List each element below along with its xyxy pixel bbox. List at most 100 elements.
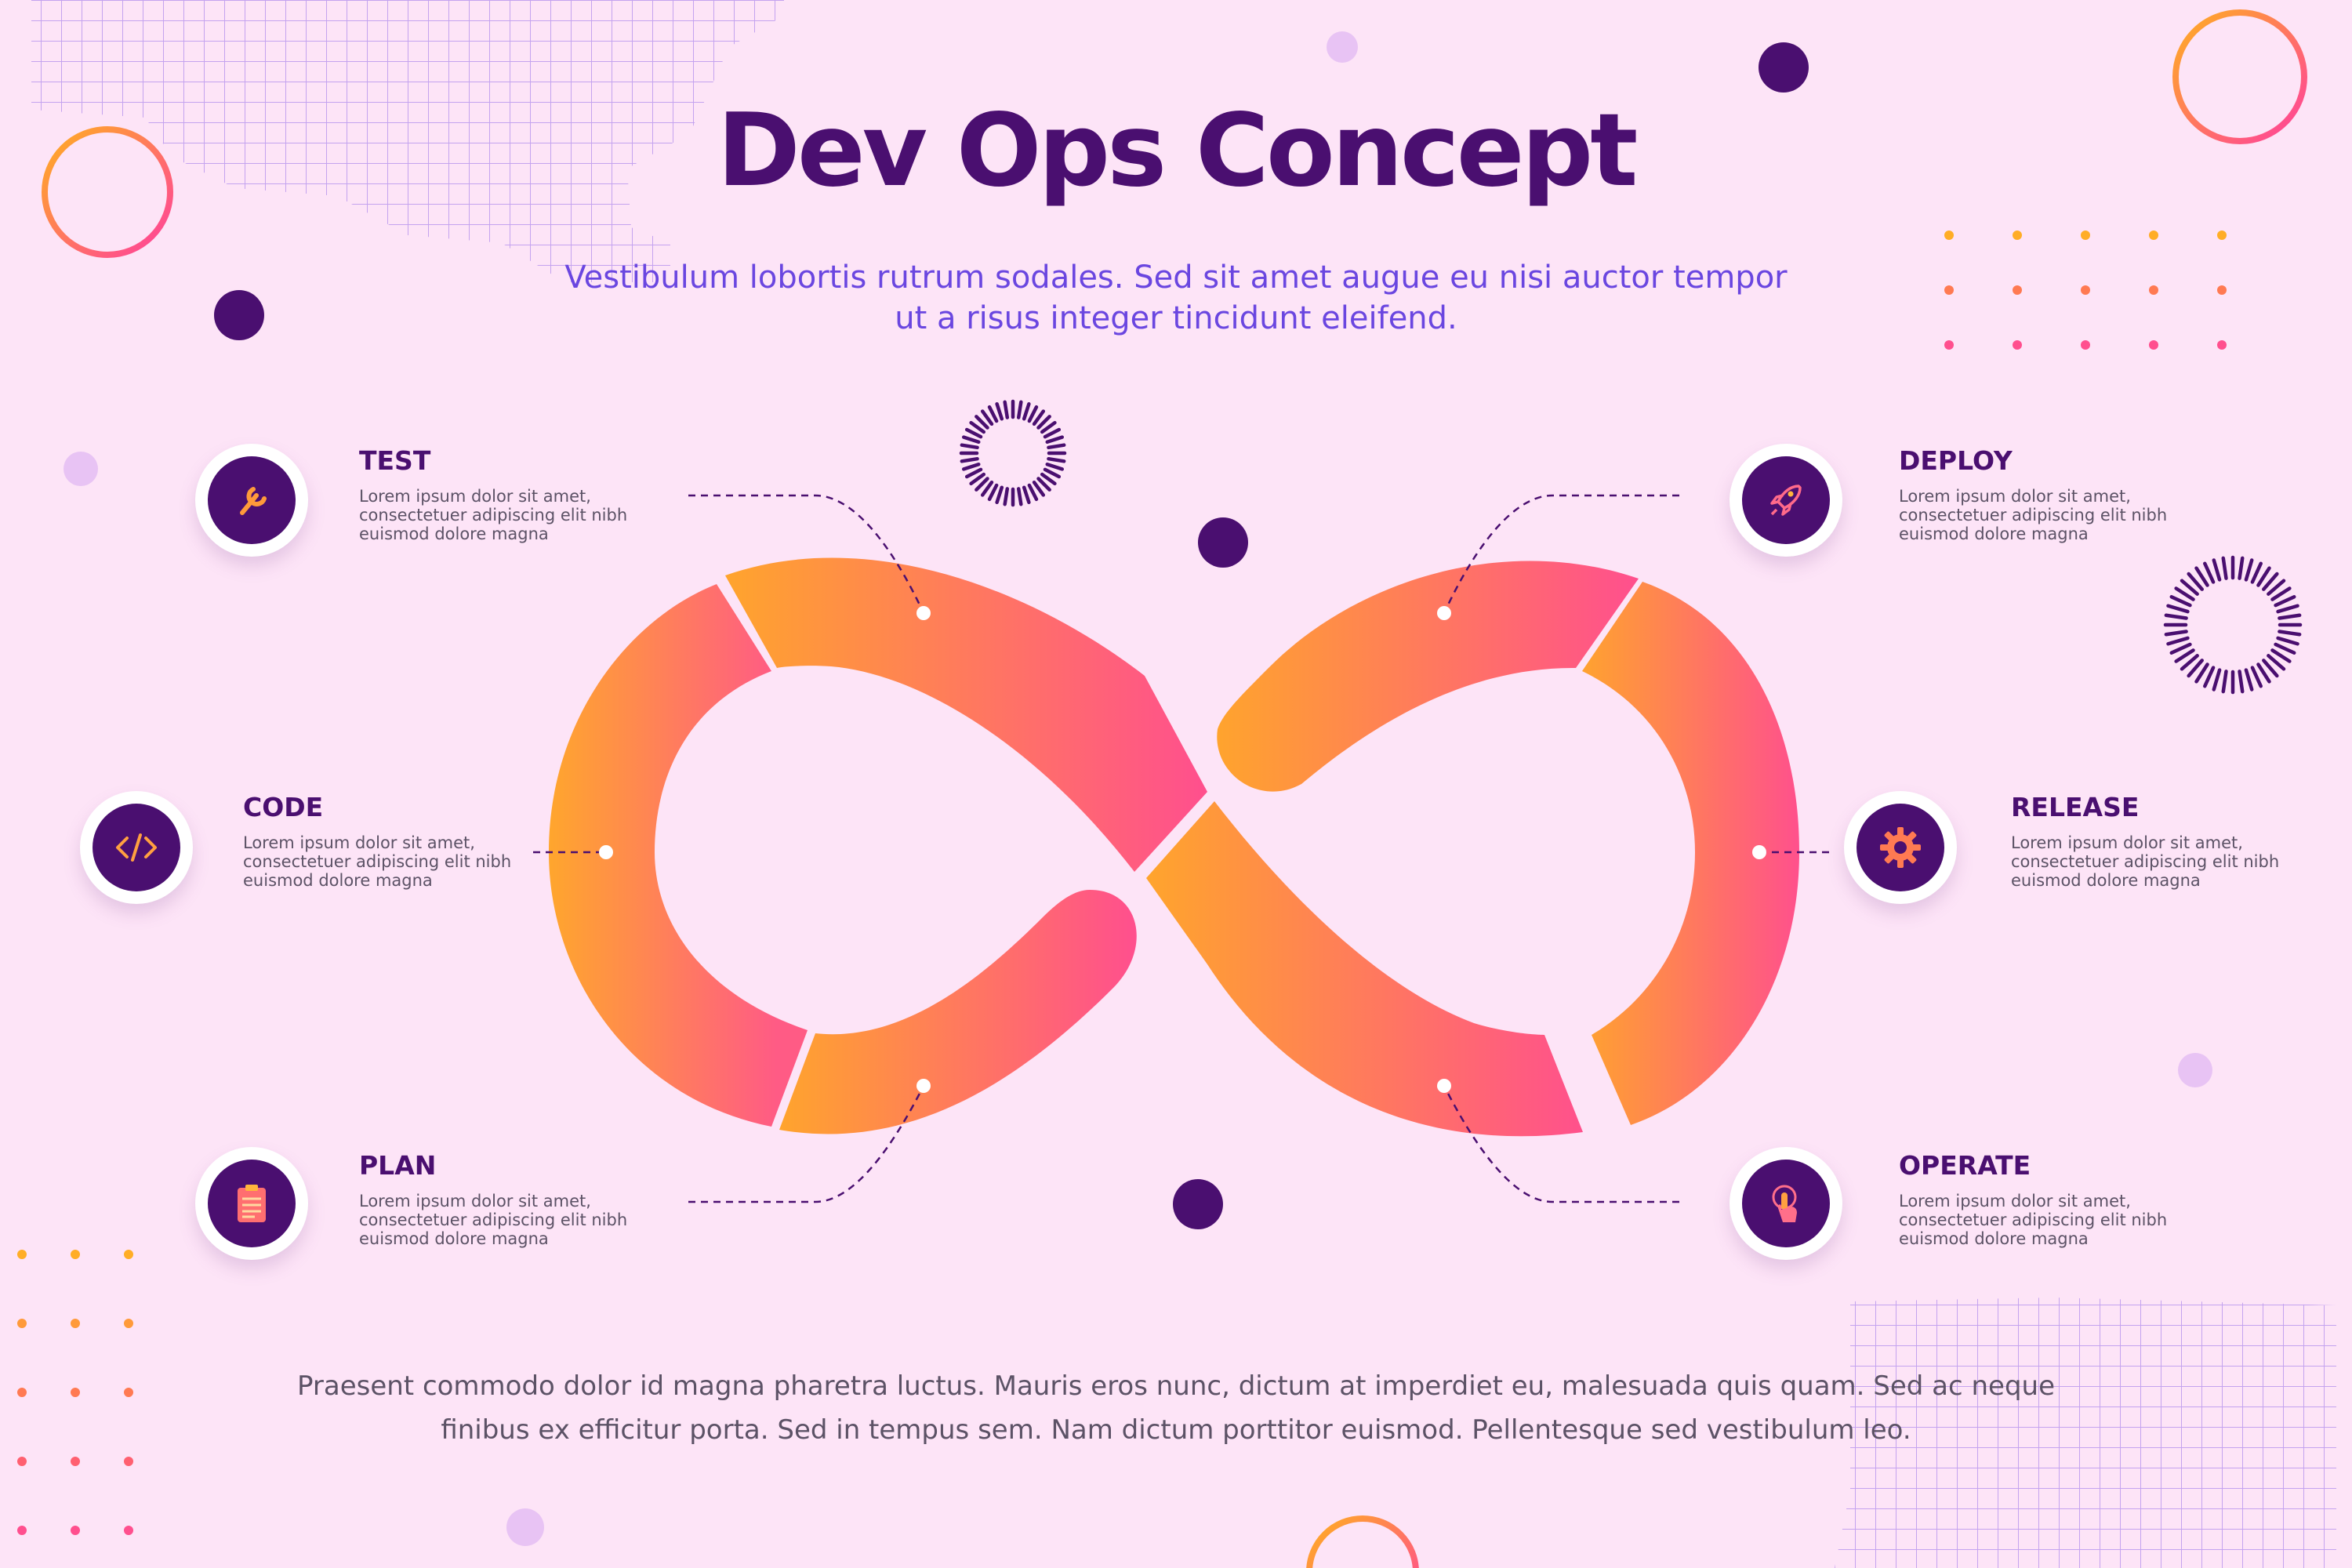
sunburst-ray — [2274, 595, 2296, 608]
sunburst-ray — [2270, 586, 2292, 601]
segment-plan — [779, 890, 1137, 1134]
sunburst-ray — [2187, 659, 2204, 678]
dot — [1944, 230, 1954, 240]
step-release: RELEASE Lorem ipsum dolor sit amet, cons… — [2011, 792, 2325, 890]
sunburst-ray — [1016, 487, 1023, 506]
dot — [17, 1526, 27, 1535]
sunburst-ray — [1036, 477, 1051, 492]
sunburst-ray — [964, 427, 983, 439]
dot — [124, 1319, 133, 1328]
sunburst-ray — [1040, 420, 1057, 434]
sunburst-ray — [1047, 456, 1066, 463]
step-release-label: RELEASE — [2011, 792, 2140, 822]
sunburst-ray — [2169, 595, 2192, 608]
step-plan: PLAN Lorem ipsum dolor sit amet, consect… — [359, 1150, 673, 1248]
sunburst-ray — [975, 415, 989, 430]
sunburst-ray — [2278, 613, 2302, 620]
grid-pattern-bottom-right — [1835, 1298, 2336, 1568]
sunburst-ray — [960, 456, 979, 463]
endpoint-release — [1752, 845, 1766, 859]
dot — [2217, 230, 2227, 240]
step-test-label: TEST — [359, 445, 431, 476]
endpoint-deploy — [1437, 606, 1451, 620]
ring-decoration — [2172, 9, 2307, 144]
segment-code — [549, 584, 808, 1127]
sunburst-ray — [2174, 586, 2195, 601]
dot — [17, 1319, 27, 1328]
sunburst-ray — [960, 443, 979, 450]
sunburst-ray — [2194, 662, 2209, 684]
sunburst-ray — [987, 405, 999, 423]
sunburst-ray — [2267, 654, 2286, 671]
endpoint-code — [599, 845, 613, 859]
dot-grid-decoration — [17, 1250, 133, 1535]
sunburst-ray — [1027, 405, 1039, 423]
clipboard-icon — [238, 1185, 266, 1222]
dot — [124, 1526, 133, 1535]
gear-hole — [1894, 841, 1907, 854]
connector-deploy — [1443, 494, 1679, 614]
dot — [2013, 340, 2022, 350]
step-deploy: DEPLOY Lorem ipsum dolor sit amet, conse… — [1899, 445, 2212, 543]
sunburst-ray — [2180, 579, 2199, 596]
sunburst-ray — [2164, 613, 2188, 620]
sunburst-ray — [2262, 659, 2279, 678]
sunburst-ray — [2203, 561, 2216, 584]
sunburst-ray — [1047, 443, 1066, 450]
dot-decoration — [2178, 1053, 2212, 1087]
code-icon-badge — [80, 791, 193, 904]
sunburst-ray — [1022, 485, 1031, 505]
dot — [2081, 230, 2090, 240]
sunburst-ray — [2174, 648, 2195, 663]
dot — [2149, 285, 2158, 295]
sunburst-ray — [964, 467, 983, 479]
dot — [124, 1250, 133, 1259]
test-icon-badge — [195, 444, 308, 557]
dot — [2217, 285, 2227, 295]
dot — [71, 1250, 80, 1259]
sunburst-ray — [2166, 604, 2190, 614]
sunburst-decoration — [959, 399, 1067, 507]
sunburst-ray — [2276, 636, 2299, 646]
sunburst-ray — [1027, 483, 1039, 502]
dot — [71, 1457, 80, 1466]
sunburst-ray — [2238, 556, 2245, 580]
sunburst-ray — [980, 480, 994, 497]
segment-operate — [1146, 801, 1583, 1137]
infinity-loop — [549, 557, 1799, 1137]
dot-decoration — [1173, 1179, 1223, 1229]
step-test-body: Lorem ipsum dolor sit amet, consectetuer… — [359, 487, 628, 543]
sunburst-ray — [1036, 415, 1051, 430]
sunburst-ray — [2278, 630, 2302, 637]
dot — [2013, 285, 2022, 295]
page-subtitle: Vestibulum lobortis rutrum sodales. Sed … — [564, 260, 1788, 336]
sunburst-ray — [1045, 462, 1065, 471]
sunburst-ray — [961, 462, 981, 471]
step-operate: OPERATE Lorem ipsum dolor sit amet, cons… — [1899, 1150, 2212, 1248]
dot — [17, 1250, 27, 1259]
sunburst-ray — [1040, 472, 1057, 486]
dot — [17, 1388, 27, 1397]
step-release-body: Lorem ipsum dolor sit amet, consectetuer… — [2011, 833, 2280, 890]
step-deploy-label: DEPLOY — [1899, 445, 2013, 476]
sunburst-ray — [2164, 630, 2188, 637]
sunburst-ray — [2270, 648, 2292, 663]
sunburst-ray — [1043, 467, 1062, 479]
ring-decoration — [42, 126, 173, 258]
sunburst-ray — [2250, 666, 2263, 688]
step-operate-label: OPERATE — [1899, 1150, 2031, 1181]
step-deploy-body: Lorem ipsum dolor sit amet, consectetuer… — [1899, 487, 2168, 543]
sunburst-ray — [1032, 409, 1046, 426]
dot — [124, 1388, 133, 1397]
sunburst-ray — [2169, 642, 2192, 655]
sunburst-ray — [987, 483, 999, 502]
sunburst-ray — [2267, 579, 2286, 596]
sunburst-ray — [1003, 400, 1010, 419]
gear-icon — [1880, 827, 1921, 868]
sunburst-ray — [2212, 668, 2222, 691]
segment-deploy — [1217, 561, 1639, 792]
dot — [71, 1526, 80, 1535]
dot-decoration — [214, 290, 264, 340]
